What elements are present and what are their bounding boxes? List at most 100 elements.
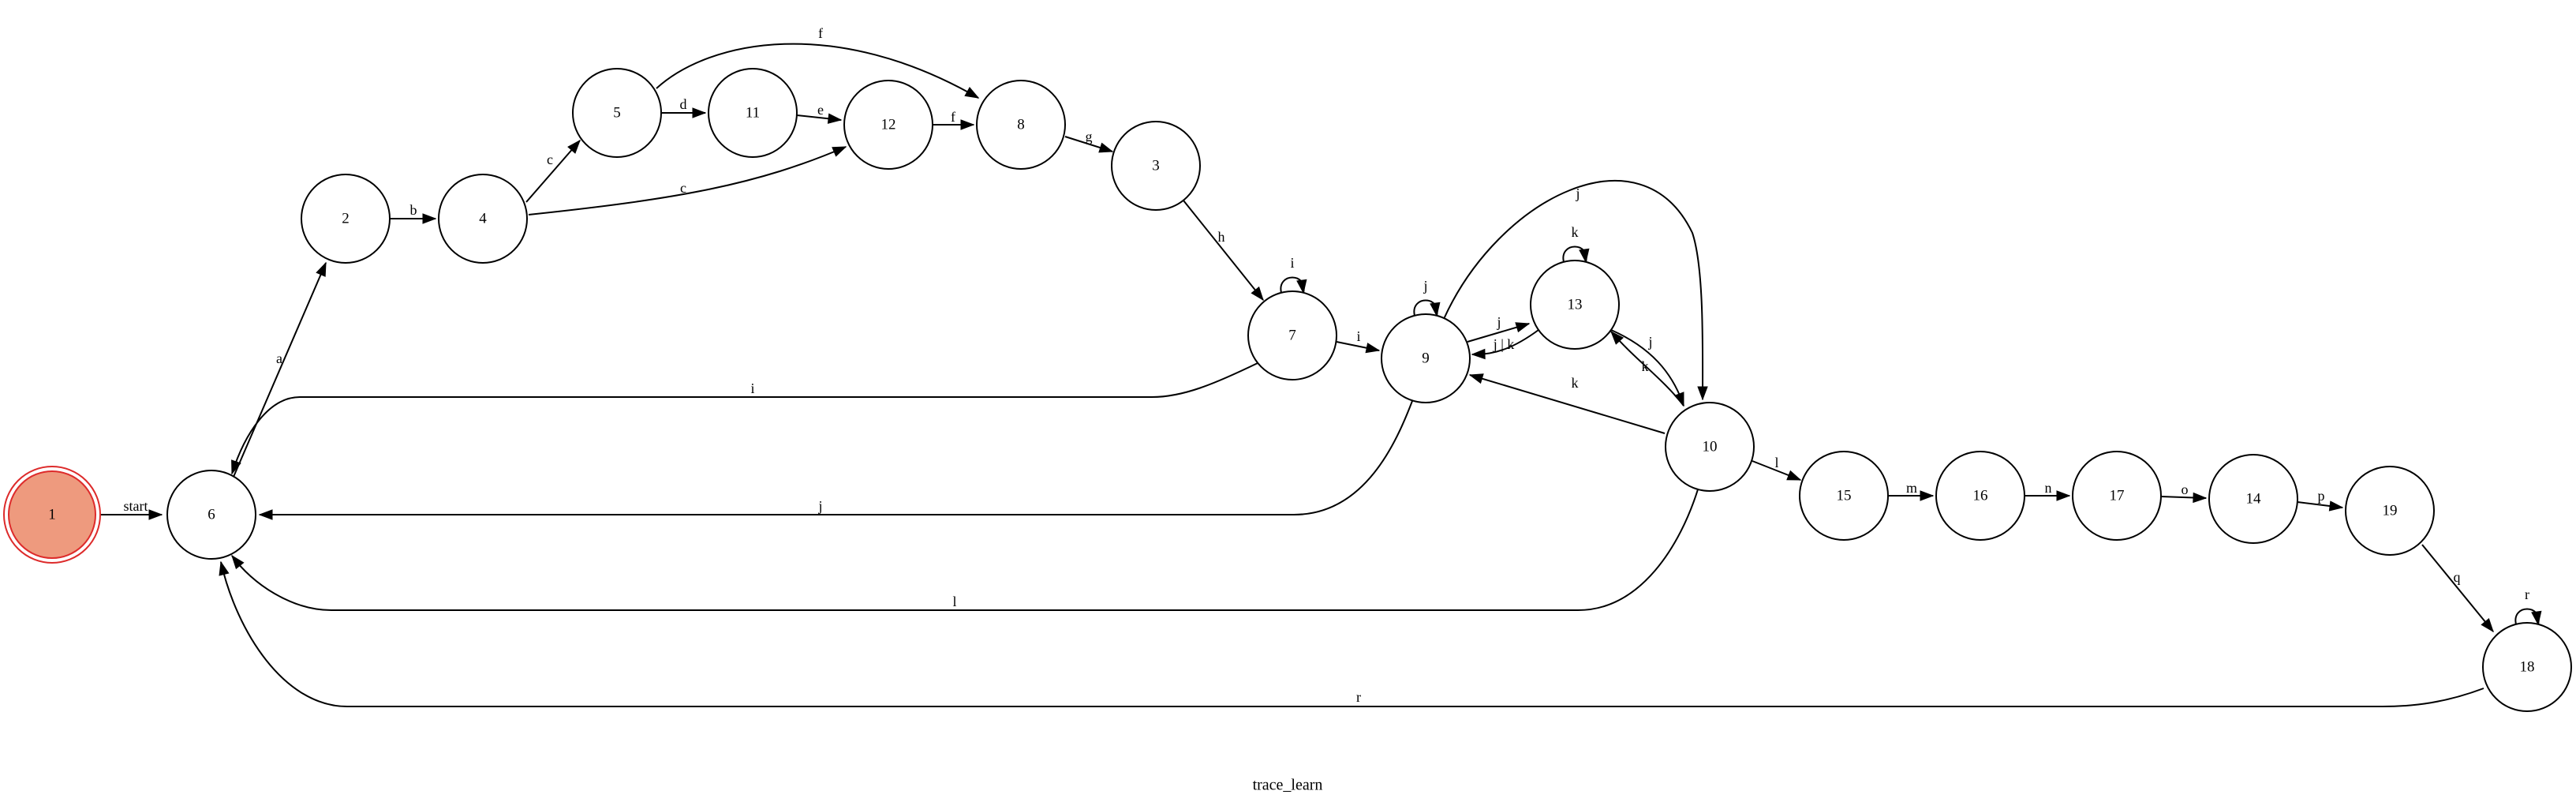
edge-4-to-12-arrowhead	[832, 146, 847, 157]
edge-8-to-3-label: g	[1086, 129, 1093, 144]
state-circle	[1381, 313, 1471, 403]
edge-13-to-9-label: j | k	[1493, 336, 1515, 352]
state-circle	[1111, 121, 1201, 211]
state-label: 13	[1568, 296, 1583, 313]
edge-7-to-6	[231, 362, 1258, 474]
edge-18-to-6-label: r	[1356, 689, 1361, 705]
state-label: 2	[342, 210, 350, 227]
state-label: 6	[208, 506, 215, 523]
edge-9-to-10-label: j	[1575, 186, 1580, 201]
edge-5-to-11-arrowhead	[692, 107, 707, 118]
edge-9-to-13-label: j	[1496, 314, 1501, 330]
edge-18-to-6	[220, 561, 2484, 707]
edge-3-to-7-label: h	[1218, 229, 1225, 245]
edge-5-to-8	[656, 43, 979, 99]
edge-6-to-2-label: a	[276, 350, 282, 366]
state-node-14: 14	[2208, 454, 2298, 544]
edge-18-to-18-label: r	[2525, 587, 2529, 602]
state-node-17: 17	[2072, 451, 2162, 541]
edge-9-to-6	[260, 400, 1413, 515]
edge-7-to-6-arrowhead	[231, 459, 241, 475]
state-node-4: 4	[438, 174, 528, 264]
edge-16-to-17-label: n	[2045, 480, 2052, 496]
state-label: 11	[746, 104, 760, 121]
state-node-10: 10	[1665, 402, 1755, 492]
edge-7-to-7-label: i	[1290, 255, 1294, 271]
edge-19-to-18	[2421, 544, 2494, 632]
state-circle	[1530, 260, 1620, 350]
edge-16-to-17-arrowhead	[2056, 490, 2071, 501]
edge-1-to-6-arrowhead	[148, 509, 163, 520]
edge-5-to-8-label: f	[818, 25, 823, 41]
state-node-3: 3	[1111, 121, 1201, 211]
edge-19-to-18-arrowhead	[2481, 617, 2494, 633]
edge-9-to-10	[1443, 180, 1704, 400]
edge-11-to-12-label: e	[817, 102, 824, 118]
edge-1-to-6-label: start	[124, 498, 148, 514]
edge-10-to-15-arrowhead	[1786, 470, 1802, 481]
state-circle	[572, 68, 662, 158]
state-node-2: 2	[301, 174, 391, 264]
state-label: 18	[2520, 658, 2535, 675]
state-node-1: 1	[3, 466, 101, 564]
edge-15-to-16-arrowhead	[1920, 490, 1935, 501]
edge-18-to-18-arrowhead	[2531, 610, 2542, 626]
state-circle	[301, 174, 391, 264]
edge-12-to-8-label: f	[951, 109, 955, 125]
state-node-12: 12	[843, 80, 933, 170]
state-circle	[2345, 466, 2435, 556]
edge-12-to-8-arrowhead	[960, 119, 975, 130]
edge-4-to-12-label: c	[680, 180, 686, 196]
edge-11-to-12-arrowhead	[827, 113, 843, 124]
state-node-19: 19	[2345, 466, 2435, 556]
state-node-15: 15	[1799, 451, 1889, 541]
edge-18-to-6-arrowhead	[219, 560, 230, 576]
state-circle	[438, 174, 528, 264]
state-label: 8	[1017, 116, 1025, 133]
edge-4-to-5	[525, 140, 581, 203]
edge-6-to-2	[233, 262, 327, 478]
edge-9-to-6-label: j	[817, 498, 822, 514]
edge-9-to-9-arrowhead	[1430, 302, 1441, 317]
edge-5-to-11-label: d	[680, 96, 687, 112]
state-node-5: 5	[572, 68, 662, 158]
edge-10-to-9-label: k	[1572, 375, 1579, 391]
edge-19-to-18-label: q	[2454, 569, 2461, 585]
state-node-13: 13	[1530, 260, 1620, 350]
state-circle	[843, 80, 933, 170]
edge-15-to-16-label: m	[1906, 480, 1917, 496]
state-label: 14	[2246, 490, 2262, 507]
state-node-11: 11	[708, 68, 798, 158]
edge-10-to-9	[1469, 374, 1666, 434]
state-label: 12	[881, 116, 896, 133]
state-circle	[2208, 454, 2298, 544]
edge-9-to-9-label: j	[1423, 278, 1427, 294]
state-circle	[1935, 451, 2025, 541]
edge-17-to-14-arrowhead	[2193, 492, 2208, 504]
state-label: 1	[48, 506, 56, 523]
edge-13-to-13-arrowhead	[1579, 248, 1590, 264]
state-label: 4	[479, 210, 487, 227]
state-label: 16	[1973, 487, 1988, 504]
edge-7-to-9-arrowhead	[1365, 343, 1381, 354]
edge-2-to-4-arrowhead	[422, 213, 437, 224]
edge-13-to-10-label: j	[1647, 334, 1652, 350]
edge-10-to-6-arrowhead	[231, 554, 245, 570]
edge-4-to-12	[528, 146, 847, 215]
edge-4-to-5-arrowhead	[567, 139, 581, 154]
state-circle	[2072, 451, 2162, 541]
edge-9-to-13-arrowhead	[1515, 322, 1531, 333]
edge-9-to-10-arrowhead	[1697, 386, 1708, 401]
edge-5-to-8-arrowhead	[964, 87, 980, 99]
state-label: 15	[1837, 487, 1852, 504]
edge-3-to-7-arrowhead	[1251, 286, 1264, 302]
state-circle	[1665, 402, 1755, 492]
state-label: 17	[2110, 487, 2125, 504]
edge-10-to-13-arrowhead	[1610, 330, 1624, 345]
state-label: 5	[613, 104, 621, 121]
state-label: 7	[1288, 327, 1296, 343]
edge-10-to-6	[231, 489, 1699, 611]
